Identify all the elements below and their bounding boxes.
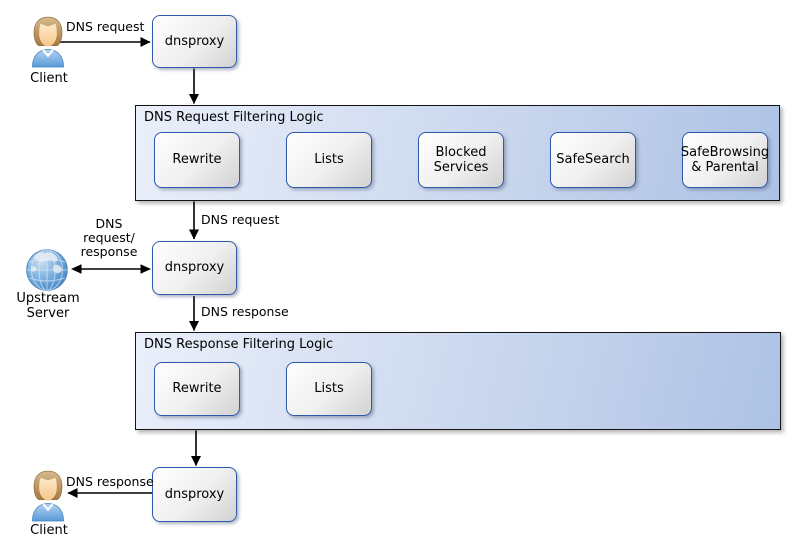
step-rewrite-response: Rewrite xyxy=(154,362,240,416)
upstream-label-line2: Server xyxy=(26,305,70,321)
label-upstream-exchange: DNS request/ response xyxy=(70,217,148,259)
dnsproxy-node-2: dnsproxy xyxy=(152,241,237,295)
person-icon xyxy=(32,470,64,522)
client-actor-top xyxy=(29,16,67,68)
arrowhead-to-proxy2 xyxy=(140,264,151,274)
step-lists-request: Lists xyxy=(286,132,372,188)
client-actor-bottom xyxy=(29,470,67,522)
step-blocked-services: Blocked Services xyxy=(418,132,504,188)
label-upstream-line2: request/ xyxy=(83,230,135,245)
step-safesearch: SafeSearch xyxy=(550,132,636,188)
upstream-label-line1: Upstream xyxy=(16,291,80,306)
client-label-bottom: Client xyxy=(30,523,68,538)
request-filtering-group: DNS Request Filtering Logic Rewrite List… xyxy=(135,105,780,201)
request-filtering-title: DNS Request Filtering Logic xyxy=(144,110,324,125)
label-client-response: DNS response xyxy=(66,474,154,489)
step-lists-response: Lists xyxy=(286,362,372,416)
arrowhead-to-upstream xyxy=(71,264,82,274)
dnsproxy-node-3: dnsproxy xyxy=(152,467,237,522)
label-filtered-request: DNS request xyxy=(201,212,280,227)
dnsproxy-node-1: dnsproxy xyxy=(152,15,237,68)
step-rewrite-request: Rewrite xyxy=(154,132,240,188)
step-safebrowsing-parental: SafeBrowsing & Parental xyxy=(681,132,769,188)
label-proxy-response: DNS response xyxy=(201,304,289,319)
response-filtering-group: DNS Response Filtering Logic Rewrite Lis… xyxy=(135,332,781,430)
label-upstream-line3: response xyxy=(80,244,138,259)
person-icon xyxy=(32,16,64,68)
label-upstream-line1: DNS xyxy=(95,216,123,231)
upstream-server-label: Upstream Server xyxy=(9,291,87,321)
client-label-top: Client xyxy=(30,71,68,86)
response-filtering-title: DNS Response Filtering Logic xyxy=(144,337,334,352)
upstream-server-actor xyxy=(25,248,69,292)
globe-icon xyxy=(26,249,68,291)
label-client-request: DNS request xyxy=(66,19,145,34)
